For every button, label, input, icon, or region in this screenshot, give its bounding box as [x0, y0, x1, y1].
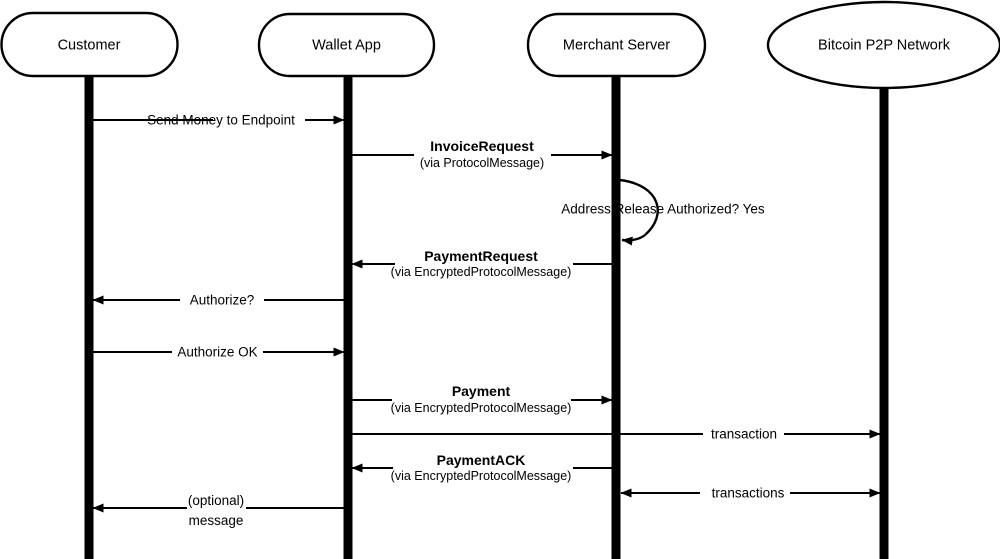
- message-sublabel: (via ProtocolMessage): [420, 156, 544, 170]
- selfloop-arrowhead: [621, 234, 646, 246]
- actor-customer-label: Customer: [58, 37, 121, 53]
- message-paymentack[interactable]: PaymentACK (via EncryptedProtocolMessage…: [351, 452, 612, 483]
- actor-customer[interactable]: Customer: [0, 11, 179, 78]
- actor-bitcoin-label: Bitcoin P2P Network: [818, 37, 951, 53]
- message-label: PaymentACK: [437, 452, 526, 468]
- message-transaction[interactable]: transaction: [352, 427, 881, 442]
- message-paymentrequest[interactable]: PaymentRequest (via EncryptedProtocolMes…: [351, 248, 612, 279]
- message-transactions[interactable]: transactions: [620, 486, 881, 501]
- actor-bitcoin[interactable]: Bitcoin P2P Network: [766, 0, 1000, 90]
- message-label: Payment: [452, 383, 511, 399]
- message-label: transactions: [712, 486, 785, 501]
- actor-customer-shape: [0, 11, 179, 78]
- actor-bitcoin-shape: [766, 0, 1000, 90]
- message-payment[interactable]: Payment (via EncryptedProtocolMessage): [352, 383, 613, 415]
- message-authorize-ok[interactable]: Authorize OK: [93, 345, 345, 360]
- message-label: PaymentRequest: [424, 248, 538, 264]
- message-authorize-question[interactable]: Authorize?: [92, 293, 344, 308]
- message-label: Authorize OK: [177, 345, 257, 360]
- message-sublabel: message: [189, 513, 244, 528]
- selfloop-arc: [619, 178, 659, 236]
- message-label: (optional): [188, 493, 244, 508]
- actor-merchant-label: Merchant Server: [563, 37, 670, 53]
- message-optional-message[interactable]: (optional) message: [92, 493, 344, 528]
- message-sublabel: (via EncryptedProtocolMessage): [391, 401, 572, 415]
- lifelines-group: [84, 76, 889, 559]
- message-label: Send Money to Endpoint: [147, 113, 295, 128]
- message-label: Address Release Authorized? Yes: [561, 202, 765, 217]
- actor-wallet-shape: [257, 12, 436, 78]
- message-label: Authorize?: [190, 293, 255, 308]
- message-sublabel: (via EncryptedProtocolMessage): [391, 265, 572, 279]
- actor-merchant-shape: [526, 12, 707, 78]
- message-address-release-authorized[interactable]: Address Release Authorized? Yes: [561, 178, 765, 246]
- actor-merchant[interactable]: Merchant Server: [526, 12, 707, 78]
- message-label: InvoiceRequest: [430, 138, 534, 154]
- message-send-money-to-endpoint[interactable]: Send Money to Endpoint: [93, 113, 345, 128]
- actor-wallet-label: Wallet App: [312, 37, 381, 53]
- message-invoicerequest[interactable]: InvoiceRequest (via ProtocolMessage): [352, 138, 613, 170]
- message-sublabel: (via EncryptedProtocolMessage): [391, 469, 572, 483]
- actor-wallet[interactable]: Wallet App: [257, 12, 436, 78]
- message-label: transaction: [711, 427, 777, 442]
